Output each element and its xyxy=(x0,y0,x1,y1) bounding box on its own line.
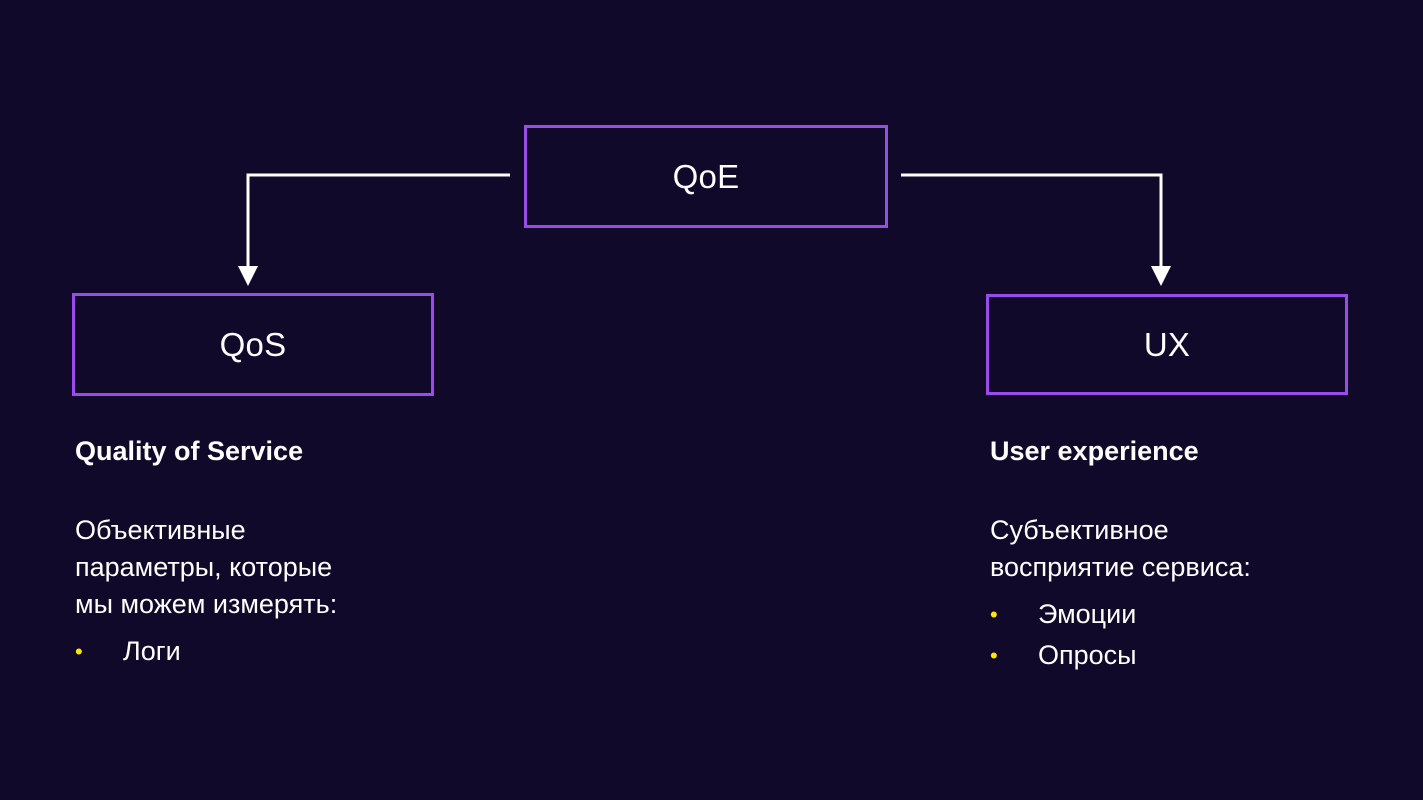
ux-bullet-list: • Эмоции • Опросы xyxy=(990,594,1320,676)
qos-description-line: мы можем измерять: xyxy=(75,589,338,619)
qos-bullet-item: • Логи xyxy=(75,631,405,672)
ux-bullet-item: • Эмоции xyxy=(990,594,1320,635)
node-ux-label: UX xyxy=(1143,325,1191,363)
arrowhead-ux xyxy=(1151,266,1171,286)
qos-bullet-list: • Логи xyxy=(75,631,405,672)
qos-heading: Quality of Service xyxy=(75,436,304,466)
qos-description-line: Объективные xyxy=(75,515,246,545)
bullet-dot-icon: • xyxy=(990,643,998,668)
ux-bullet-item: • Опросы xyxy=(990,635,1320,676)
qos-description-block: Quality of Service Объективные параметры… xyxy=(75,432,405,672)
connector-qoe-to-ux xyxy=(901,173,1163,268)
node-qos: QoS xyxy=(72,293,434,396)
ux-heading: User experience xyxy=(990,436,1199,466)
bullet-dot-icon: • xyxy=(990,602,998,627)
connector-qoe-to-qos xyxy=(246,173,510,268)
ux-bullet-text: Эмоции xyxy=(1038,599,1137,629)
ux-description: Субъективное восприятие сервиса: xyxy=(990,512,1320,586)
ux-description-block: User experience Субъективное восприятие … xyxy=(990,432,1320,676)
ux-bullet-text: Опросы xyxy=(1038,640,1137,670)
bullet-dot-icon: • xyxy=(75,639,83,664)
arrowhead-qos xyxy=(238,266,258,286)
qos-description-line: параметры, которые xyxy=(75,552,333,582)
node-qos-label: QoS xyxy=(219,325,287,363)
node-ux: UX xyxy=(986,294,1348,395)
ux-description-line: Субъективное xyxy=(990,515,1169,545)
ux-description-line: восприятие сервиса: xyxy=(990,552,1251,582)
qos-description: Объективные параметры, которые мы можем … xyxy=(75,512,405,623)
node-qoe: QoE xyxy=(524,125,888,228)
qos-bullet-text: Логи xyxy=(123,636,181,666)
node-qoe-label: QoE xyxy=(672,157,740,195)
